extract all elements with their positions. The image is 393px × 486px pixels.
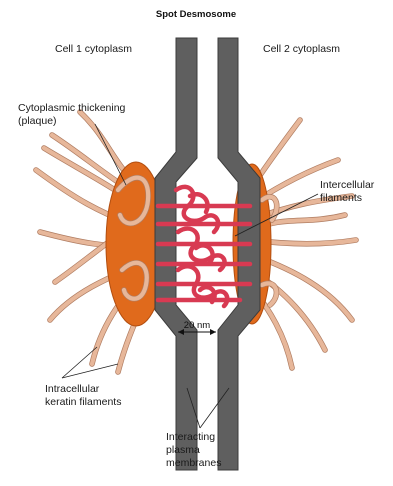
keratin-label-line2: keratin filaments xyxy=(45,396,121,408)
membranes-label-line2: plasma xyxy=(166,444,200,456)
plaque-label-line2: (plaque) xyxy=(18,115,57,127)
cell1-label: Cell 1 cytoplasm xyxy=(55,43,132,55)
intercellular-label-line1: Intercellular xyxy=(320,179,375,191)
intercellular-label-line2: filaments xyxy=(320,192,362,204)
plaque-label-line1: Cytoplasmic thickening xyxy=(18,102,126,114)
gap-label: 20 nm xyxy=(184,320,210,331)
cell2-label: Cell 2 cytoplasm xyxy=(263,43,340,55)
membranes-label-line1: Interacting xyxy=(166,431,215,443)
plasma-membrane-right xyxy=(218,38,260,470)
membranes-label-line3: membranes xyxy=(166,457,221,469)
keratin-label-line1: Intracellular xyxy=(45,383,100,395)
diagram-title: Spot Desmosome xyxy=(156,9,236,20)
